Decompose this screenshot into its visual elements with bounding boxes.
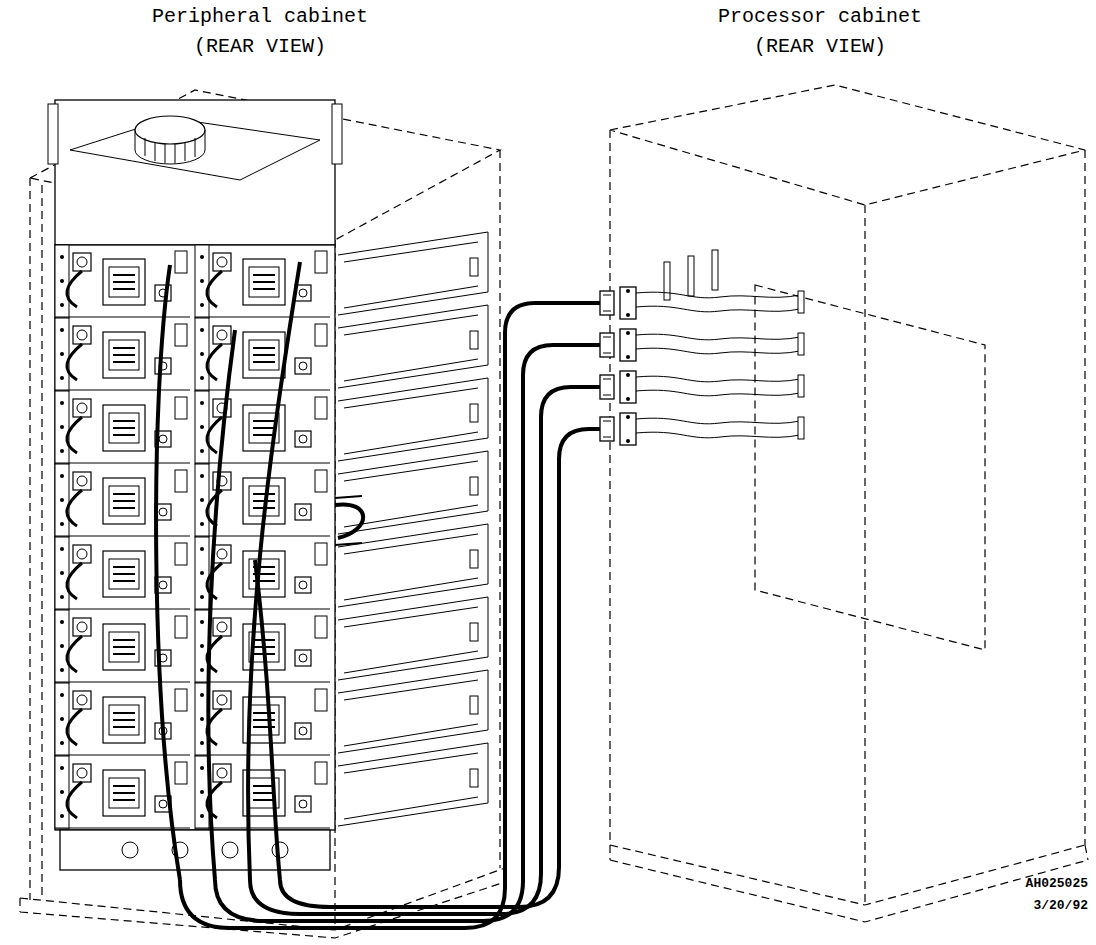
cabinet-heading: Peripheral cabinet (REAR VIEW) <box>140 0 380 62</box>
interface-cable <box>215 345 600 921</box>
drawing-number: 3/20/92 <box>1033 896 1088 916</box>
cabinet: Peripheral cabinet (REAR VIEW) <box>20 0 500 880</box>
cabinet: Processor cabinet (REAR VIEW) <box>600 0 1040 920</box>
interface-cable <box>250 387 600 914</box>
drawing-number: AH025025 <box>1026 874 1088 894</box>
interface-cable <box>180 303 600 928</box>
interface-cable <box>280 429 600 907</box>
cabinet-heading: Processor cabinet (REAR VIEW) <box>700 0 940 62</box>
